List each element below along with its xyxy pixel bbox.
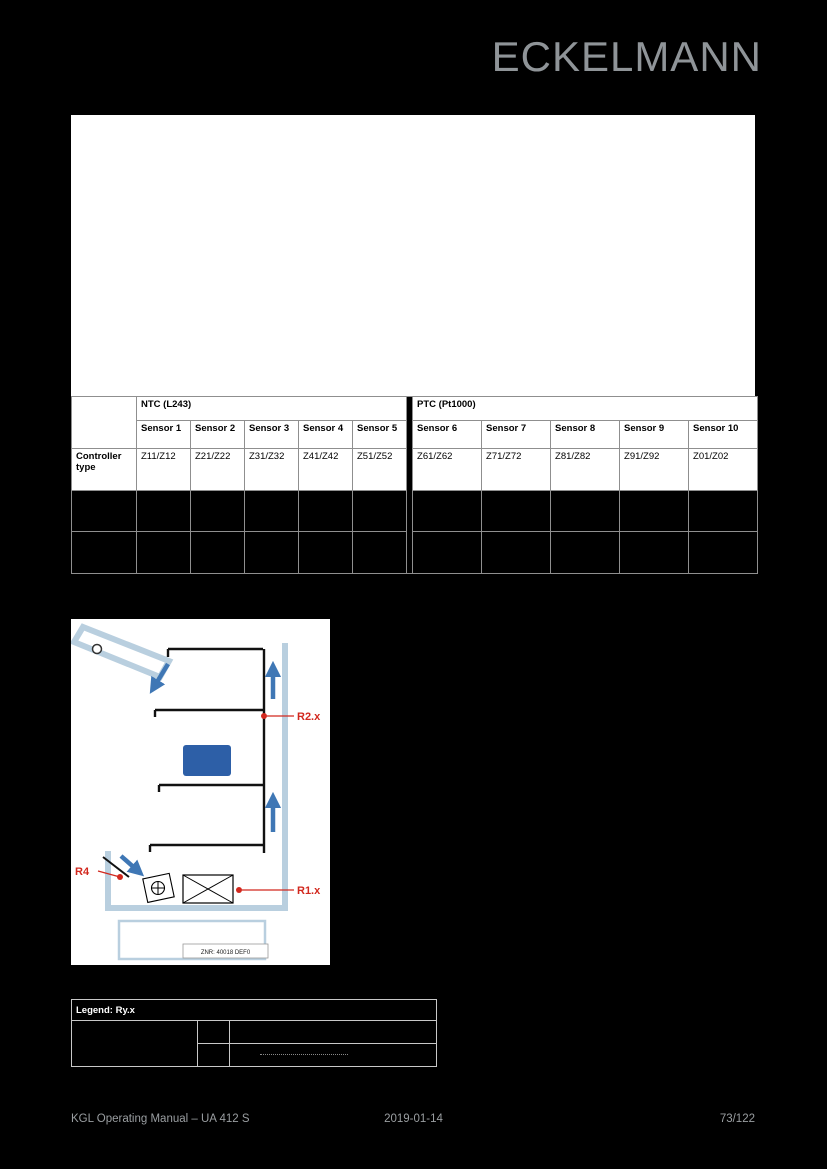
- empty-cell: [71, 531, 137, 574]
- empty-cell: [71, 490, 137, 532]
- sensor-assignment-table: NTC (L243) PTC (Pt1000) Sensor 1 Sensor …: [71, 396, 759, 574]
- callout-dot-r4: [117, 874, 123, 880]
- sensor-column-header: Sensor 4: [298, 420, 353, 449]
- empty-cell: [688, 490, 759, 532]
- terminal-assignment-cell: Z91/Z92: [619, 448, 690, 491]
- terminal-assignment-cell: Z71/Z72: [481, 448, 552, 491]
- fan-icon: [142, 872, 175, 904]
- empty-cell: [412, 531, 483, 574]
- airflow-arrow-return: [119, 854, 145, 877]
- sensor-column-header: Sensor 5: [351, 420, 408, 449]
- airflow-arrow-discharge: [149, 662, 170, 694]
- sensor-column-header: Sensor 7: [481, 420, 552, 449]
- empty-cell: [351, 490, 408, 532]
- terminal-assignment-cell: Z31/Z32: [244, 448, 299, 491]
- empty-cell: [550, 531, 621, 574]
- terminal-assignment-cell: Z21/Z22: [190, 448, 245, 491]
- sensor-column-header: Sensor 1: [136, 420, 191, 449]
- product-block: [183, 745, 231, 776]
- footer-document-title: KGL Operating Manual – UA 412 S: [71, 1113, 250, 1125]
- empty-cell: [550, 490, 621, 532]
- footer-page-number: 73/122: [719, 1113, 755, 1125]
- callout-dot-r2: [261, 713, 267, 719]
- empty-cell: [481, 531, 552, 574]
- legend-cell: [228, 1043, 438, 1067]
- canopy-light-icon: [91, 643, 103, 655]
- logo-square-green-icon: [94, 40, 118, 64]
- logo-square-blue-icon: [123, 44, 144, 65]
- empty-cell: [244, 531, 299, 574]
- brand-wordmark: ECKELMANN: [491, 33, 762, 80]
- empty-cell: [619, 531, 690, 574]
- legend-cell: [197, 1020, 230, 1044]
- empty-cell: [481, 490, 552, 532]
- sensor-column-header: Sensor 8: [550, 420, 621, 449]
- legend-cell: [228, 1020, 438, 1044]
- display-case-figure: R2.x R4 R1.x ZNR: 40018 DEF0: [69, 619, 330, 965]
- label-r1x: R1.x: [297, 885, 321, 897]
- label-r2x: R2.x: [297, 711, 321, 723]
- crossed-box-icon: [182, 874, 234, 904]
- terminal-wiring-figure: [71, 115, 755, 396]
- empty-cell: [136, 490, 191, 532]
- empty-cell: [190, 531, 245, 574]
- corner-cell: [71, 396, 137, 449]
- sensor-column-header: Sensor 3: [244, 420, 299, 449]
- drawing-number-box: [182, 943, 269, 959]
- air-inlet-flap: [102, 856, 130, 878]
- terminal-assignment-cell: Z11/Z12: [136, 448, 191, 491]
- empty-cell: [412, 490, 483, 532]
- terminal-assignment-cell: Z51/Z52: [351, 448, 408, 491]
- ptc-header-cell: PTC (Pt1000): [412, 396, 759, 421]
- ntc-header-cell: NTC (L243): [135, 396, 408, 421]
- controller-type-label-cell: Controller type: [71, 448, 137, 491]
- empty-cell: [688, 531, 759, 574]
- legend-table: Legend: Ry.x: [70, 999, 438, 1067]
- legend-title: Legend: Ry.x: [71, 999, 437, 1021]
- terminal-assignment-cell: Z01/Z02: [688, 448, 759, 491]
- canopy-outline: [69, 623, 174, 681]
- label-r4: R4: [75, 866, 90, 878]
- terminal-assignment-cell: Z41/Z42: [298, 448, 353, 491]
- callout-dot-r1: [236, 887, 242, 893]
- terminal-assignment-cell: Z61/Z62: [412, 448, 483, 491]
- eckelmann-logo: [67, 37, 167, 73]
- empty-cell: [351, 531, 408, 574]
- sensor-column-header: Sensor 10: [688, 420, 759, 449]
- sensor-column-header: Sensor 6: [412, 420, 483, 449]
- legend-cell: [197, 1043, 230, 1067]
- terminal-assignment-cell: Z81/Z82: [550, 448, 621, 491]
- dotted-placeholder: [259, 1054, 348, 1056]
- empty-cell: [244, 490, 299, 532]
- empty-cell: [619, 490, 690, 532]
- legend-cell: [70, 1020, 199, 1067]
- display-case-svg: R2.x R4 R1.x ZNR: 40018 DEF0: [69, 623, 321, 961]
- empty-cell: [298, 531, 353, 574]
- empty-cell: [136, 531, 191, 574]
- empty-cell: [190, 490, 245, 532]
- terminal-wiring-svg: [71, 115, 755, 396]
- logo-square-red-icon: [66, 36, 92, 62]
- footer-date: 2019-01-14: [384, 1113, 443, 1125]
- empty-cell: [298, 490, 353, 532]
- case-drawing-number: ZNR: 40018 DEF0: [201, 950, 251, 956]
- sensor-column-header: Sensor 9: [619, 420, 690, 449]
- sensor-column-header: Sensor 2: [190, 420, 245, 449]
